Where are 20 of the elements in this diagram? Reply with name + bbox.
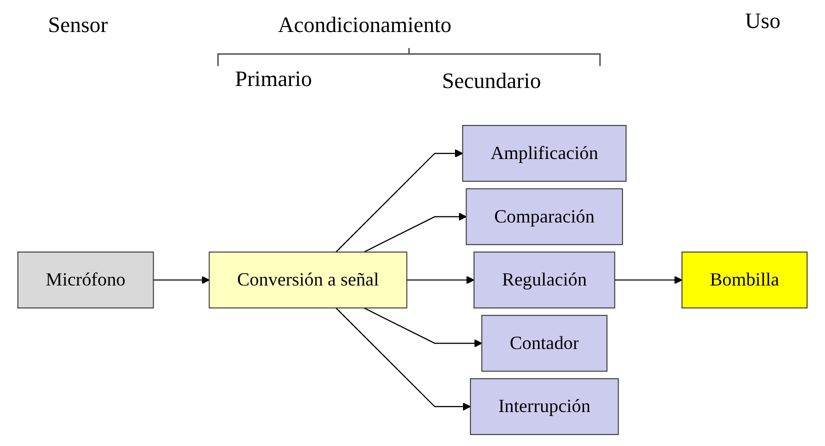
- column-heading: Sensor: [48, 12, 108, 38]
- node-box: Comparación: [466, 188, 623, 246]
- node-box: Bombilla: [681, 252, 808, 308]
- arrow: [336, 308, 471, 411]
- node-box: Micrófono: [17, 252, 154, 308]
- subheading: Secundario: [442, 68, 541, 94]
- arrow: [406, 276, 474, 284]
- node-box: Conversión a señal: [208, 252, 408, 308]
- node-box: Interrupción: [470, 378, 619, 436]
- node-box: Amplificación: [462, 124, 627, 182]
- subheading: Primario: [235, 66, 312, 92]
- arrow: [364, 212, 467, 253]
- node-box: Regulación: [474, 252, 616, 308]
- arrow: [614, 276, 682, 284]
- arrow: [364, 307, 482, 348]
- arrow: [336, 149, 464, 252]
- column-heading: Uso: [745, 8, 780, 34]
- arrow: [153, 276, 210, 284]
- node-box: Contador: [481, 314, 608, 372]
- column-heading: Acondicionamiento: [278, 12, 452, 38]
